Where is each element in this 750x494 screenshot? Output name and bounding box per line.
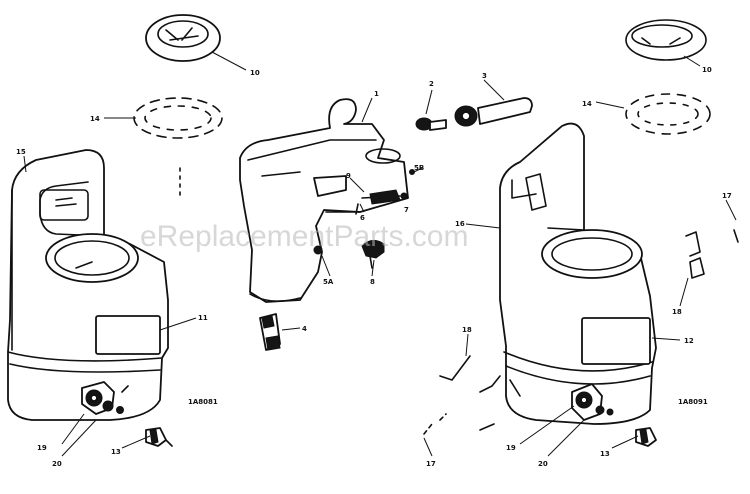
callout-20-right: 20 xyxy=(538,460,548,468)
callout-5a: 5A xyxy=(323,278,334,286)
left-fitting-part-13[interactable] xyxy=(145,427,173,447)
right-valve-part-19[interactable] xyxy=(571,383,614,421)
callout-18-right: 18 xyxy=(672,308,682,316)
gun-trigger[interactable] xyxy=(313,175,347,197)
washer-part-5a[interactable] xyxy=(313,245,323,255)
callout-17-top: 17 xyxy=(722,192,732,200)
callout-9: 9 xyxy=(346,172,351,180)
callout-8: 8 xyxy=(370,278,375,286)
leader-lines xyxy=(23,51,737,457)
needle-spring-part-7[interactable] xyxy=(355,169,415,215)
callout-labels: 1 2 3 4 5A 5B 6 7 8 9 10 10 11 12 13 13 … xyxy=(16,66,732,468)
siphon-tube-part-4[interactable] xyxy=(259,313,281,351)
watermark-text: eReplacementParts.com xyxy=(140,220,468,253)
callout-13-left: 13 xyxy=(111,448,121,456)
callout-5b: 5B xyxy=(414,164,424,172)
callout-2: 2 xyxy=(429,80,434,88)
nozzle-part-3[interactable] xyxy=(454,97,533,127)
spray-gun-assembly xyxy=(239,97,533,351)
hose-part-17[interactable] xyxy=(423,355,521,435)
left-container-assembly xyxy=(7,14,223,447)
callout-12: 12 xyxy=(684,337,694,345)
callout-18-mid: 18 xyxy=(462,326,472,334)
right-container-assembly xyxy=(423,19,739,447)
left-container-part-15[interactable] xyxy=(7,149,169,421)
callout-20-left: 20 xyxy=(52,460,62,468)
callout-13-right: 13 xyxy=(600,450,610,458)
gun-body-part-1[interactable] xyxy=(239,98,409,303)
right-ring-part-14[interactable] xyxy=(625,93,711,135)
callout-10-right: 10 xyxy=(702,66,712,74)
figure-code-left: 1A8081 xyxy=(188,398,218,406)
callout-19-left: 19 xyxy=(37,444,47,452)
callout-16: 16 xyxy=(455,220,465,228)
right-side-fitting[interactable] xyxy=(685,229,739,279)
left-ring-part-14[interactable] xyxy=(133,97,223,201)
right-fitting-part-13[interactable] xyxy=(635,427,657,447)
right-cap-part-10[interactable] xyxy=(625,19,707,61)
callout-14-right: 14 xyxy=(582,100,592,108)
callout-3: 3 xyxy=(482,72,487,80)
callout-11: 11 xyxy=(198,314,208,322)
right-container-part-16[interactable] xyxy=(499,122,657,425)
air-valve-part-2[interactable] xyxy=(415,117,447,131)
figure-code-right: 1A8091 xyxy=(678,398,708,406)
callout-17-bottom: 17 xyxy=(426,460,436,468)
callout-7: 7 xyxy=(404,206,409,214)
callout-4: 4 xyxy=(302,325,307,333)
callout-6: 6 xyxy=(360,214,365,222)
callout-14-left: 14 xyxy=(90,115,100,123)
callout-15: 15 xyxy=(16,148,26,156)
callout-1: 1 xyxy=(374,90,379,98)
callout-19-right: 19 xyxy=(506,444,516,452)
left-valve-part-19[interactable] xyxy=(81,381,129,415)
fluid-nozzle-part-8[interactable] xyxy=(361,240,385,269)
left-cap-part-10[interactable] xyxy=(145,14,221,62)
callout-10-left: 10 xyxy=(250,69,260,77)
